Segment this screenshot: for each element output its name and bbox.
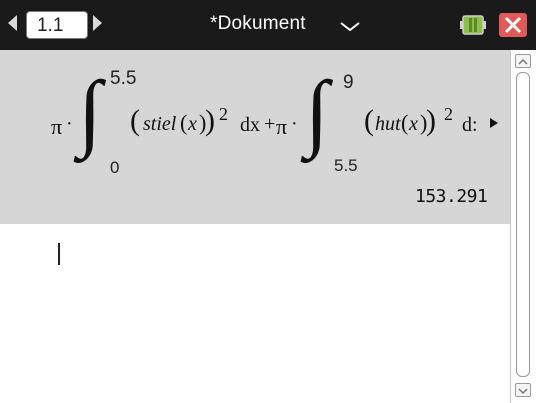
integrand-close-paren: )	[205, 104, 215, 137]
scroll-thumb[interactable]	[516, 72, 530, 377]
vertical-scrollbar[interactable]	[510, 50, 536, 403]
integral1-lower-bound: 0	[110, 158, 120, 177]
scroll-down-button[interactable]	[515, 383, 531, 397]
scroll-up-button[interactable]	[515, 54, 531, 68]
integrand2-open-paren: (	[364, 104, 374, 137]
inner-close-paren: )	[199, 110, 207, 135]
integral2-lower-bound: 5.5	[334, 156, 358, 175]
pi-symbol: π	[51, 114, 63, 139]
history-entry[interactable]: π · ∫ 5.5 0 ( stiel ( x ) ) 2 dx + π · ∫…	[0, 50, 510, 224]
integrand1-variable: x	[188, 113, 197, 135]
entry-line[interactable]	[0, 224, 510, 403]
inner2-close-paren: )	[420, 110, 428, 135]
multiply-dot-2: ·	[291, 113, 298, 135]
result-value: 153.291	[415, 186, 488, 207]
integral1-upper-bound: 5.5	[110, 68, 137, 89]
pi-symbol-2: π	[276, 114, 288, 139]
more-right-arrow-icon[interactable]	[490, 118, 498, 128]
battery-icon	[460, 15, 486, 35]
multiply-dot: ·	[66, 113, 73, 135]
integrand2-close-paren: )	[426, 104, 436, 137]
previous-page-arrow-icon[interactable]	[8, 15, 17, 31]
integrand2-function: hut	[375, 113, 401, 135]
page-tab[interactable]: 1.1	[26, 11, 88, 39]
next-page-arrow-icon[interactable]	[93, 15, 102, 31]
document-menu-chevron-icon[interactable]	[340, 22, 360, 32]
inner-open-paren: (	[180, 110, 188, 135]
differential-2-truncated: d:	[462, 114, 478, 136]
inner2-open-paren: (	[401, 110, 409, 135]
chevron-down-icon	[518, 388, 528, 395]
integral-sign-1: ∫	[78, 63, 102, 159]
integral-sign-2: ∫	[305, 63, 329, 159]
close-icon[interactable]	[498, 12, 528, 38]
differential-1: dx	[240, 114, 260, 136]
chevron-up-icon	[518, 58, 528, 65]
integrand1-function: stiel	[143, 113, 177, 135]
exponent-2: 2	[444, 104, 453, 124]
integrand-open-paren: (	[130, 104, 140, 137]
integral2-upper-bound: 9	[343, 72, 354, 93]
plus-sign: +	[264, 113, 276, 135]
integrand2-variable: x	[409, 113, 418, 135]
document-title[interactable]: *Dokument	[210, 13, 306, 34]
exponent-1: 2	[219, 104, 228, 124]
text-cursor	[58, 243, 60, 265]
title-bar: 1.1 *Dokument	[0, 0, 536, 50]
